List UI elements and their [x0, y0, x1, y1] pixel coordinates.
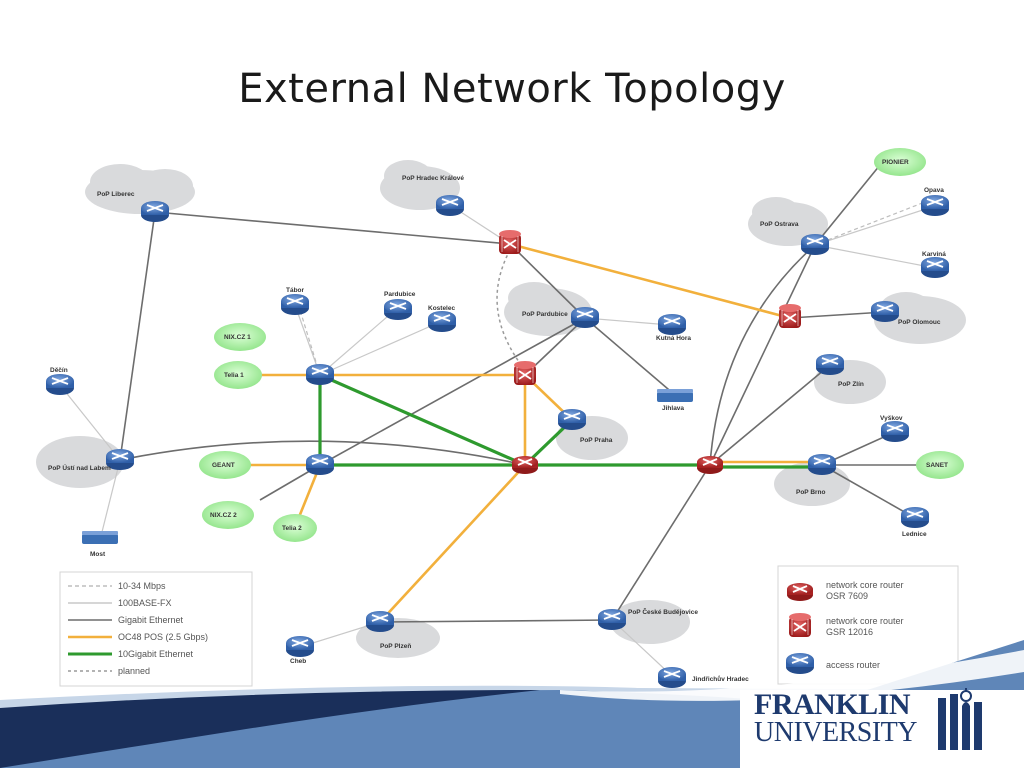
label-peer-telia2: Telia 2	[282, 525, 302, 532]
access-router-cheb	[285, 635, 315, 658]
access-router-site-a	[383, 298, 413, 321]
access-router-plzen	[365, 610, 395, 633]
legend-link-label-0: 10-34 Mbps	[118, 581, 166, 591]
label-site-tabor: Tábor	[286, 287, 305, 294]
label-site-pardubice: Pardubice	[384, 291, 416, 298]
access-router-hradec	[435, 194, 465, 217]
legend-router-label-1a: network core router	[826, 580, 904, 590]
label-peer-sanet: SANET	[926, 462, 948, 469]
access-router-nix1	[305, 363, 335, 386]
peer-nix2	[202, 501, 254, 529]
label-peer-telia1: Telia 1	[224, 372, 244, 379]
label-pop-ostrava: PoP Ostrava	[760, 221, 799, 228]
access-router-zlin	[815, 353, 845, 376]
label-site-most: Most	[90, 551, 106, 558]
logo-line-university: UNIVERSITY	[754, 717, 918, 748]
peer-pioneer	[874, 148, 926, 176]
label-pop-liberec: PoP Liberec	[97, 191, 135, 198]
label-site-karvina: Karviná	[922, 251, 946, 258]
label-pop-zlin: PoP Zlín	[838, 381, 864, 388]
label-site-cheb: Cheb	[290, 658, 306, 665]
access-router-praha	[557, 408, 587, 431]
slide-title: External Network Topology	[238, 66, 786, 112]
logo-line-franklin: FRANKLIN	[754, 688, 911, 721]
label-site-kostelec: Kostelec	[428, 305, 455, 312]
label-site-decin: Děčín	[50, 367, 68, 374]
access-router-tabor	[280, 293, 310, 316]
core-router-gsr-north	[498, 229, 522, 255]
label-peer-nix2: NIX.CZ 2	[210, 512, 237, 519]
label-pop-brno: PoP Brno	[796, 489, 826, 496]
cloud-pop-pardubice	[504, 282, 592, 336]
peer-telia2	[273, 514, 317, 542]
legend-links: 10-34 Mbps 100BASE-FX Gigabit EthernetOC48…	[59, 571, 253, 687]
access-router-karvina	[920, 256, 950, 279]
legend-link-label-5: planned	[118, 666, 150, 676]
peer-geant	[199, 451, 251, 479]
access-router-vyskov	[880, 420, 910, 443]
label-site-lednice: Lednice	[902, 531, 927, 538]
workstation-jihlava	[657, 389, 693, 402]
legend-access-router-icon	[785, 652, 815, 675]
legend-link-label-4: 10Gigabit Ethernet	[118, 649, 194, 659]
access-router-opava	[920, 194, 950, 217]
label-pop-pardubice: PoP Pardubice	[522, 311, 568, 318]
cloud-pop-ceske	[610, 600, 690, 644]
label-site-jindrichuv: Jindřichův Hradec	[692, 675, 749, 683]
label-site-vyskov: Vyškov	[880, 415, 903, 422]
access-router-lednice	[900, 506, 930, 529]
label-pop-ceske: PoP České Budějovice	[628, 607, 698, 616]
links-10-34-mbps	[299, 199, 931, 376]
legend-link-label-2: Gigabit Ethernet	[118, 615, 184, 625]
label-pop-hradec: PoP Hradec Králové	[402, 175, 464, 182]
access-router-liberec	[140, 200, 170, 223]
access-router-ostrava	[800, 233, 830, 256]
label-peer-geant: GEANT	[212, 462, 235, 469]
peer-telia1	[214, 361, 262, 389]
label-site-jihlava: Jihlava	[662, 405, 684, 412]
access-router-olomouc	[870, 300, 900, 323]
peer-sanet	[916, 451, 964, 479]
link-planned	[496, 249, 526, 371]
workstation-most	[82, 531, 118, 544]
legend-link-label-1: 100BASE-FX	[118, 598, 172, 608]
legend-link-label-3: OC48 POS (2.5 Gbps)	[118, 632, 208, 642]
core-router-osr-brno	[696, 455, 724, 475]
access-router-ceske	[597, 608, 627, 631]
access-router-decin	[45, 373, 75, 396]
legend-router-label-2a: network core router	[826, 616, 904, 626]
legend-router-label-3: access router	[826, 660, 880, 670]
core-router-gsr-center	[513, 360, 537, 386]
access-router-geant	[305, 453, 335, 476]
label-peer-nix1: NIX.CZ 1	[224, 334, 251, 341]
peer-nix1	[214, 323, 266, 351]
legend-core-router-gsr-icon	[788, 612, 812, 638]
cloud-pop-liberec	[85, 164, 195, 214]
core-router-osr-praha	[511, 455, 539, 475]
access-router-site-b	[427, 310, 457, 333]
label-site-kutna-hora: Kutná Hora	[656, 335, 691, 342]
access-router-kutna-hora	[657, 313, 687, 336]
label-site-opava: Opava	[924, 187, 944, 194]
label-pop-olomouc: PoP Olomouc	[898, 319, 941, 326]
access-router-jindrichuv	[657, 666, 687, 689]
cloud-pop-usti	[36, 436, 124, 488]
access-router-brno	[807, 453, 837, 476]
franklin-seal-icon	[938, 688, 982, 750]
access-router-pardubice	[570, 306, 600, 329]
label-peer-pioneer: PIONIER	[882, 159, 909, 166]
franklin-university-logo: FRANKLIN UNIVERSITY	[752, 688, 992, 756]
label-pop-praha: PoP Praha	[580, 437, 613, 444]
label-pop-usti: PoP Ústí nad Labem	[48, 463, 111, 472]
label-pop-plzen: PoP Plzeň	[380, 643, 411, 650]
core-router-gsr-east	[778, 303, 802, 329]
legend-router-label-2b: GSR 12016	[826, 627, 873, 637]
legend-router-label-1b: OSR 7609	[826, 591, 868, 601]
legend-routers: network core router OSR 7609 network cor…	[777, 565, 959, 685]
legend-core-router-osr-icon	[786, 582, 814, 602]
